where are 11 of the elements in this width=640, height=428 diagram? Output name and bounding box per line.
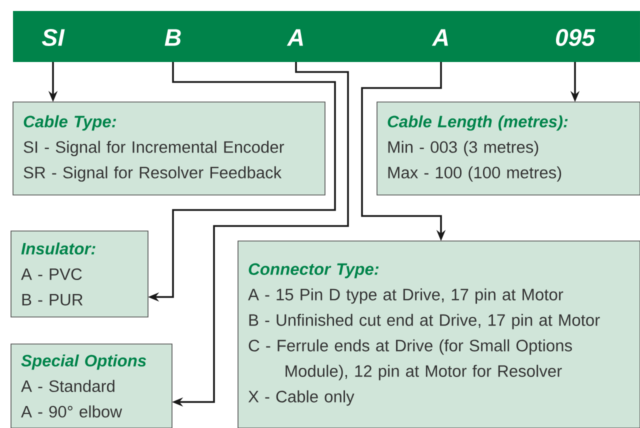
info-box: Cable Type: SI - Signal for Incremental Encoder SR - Signal for Resolver Feedback — [12, 102, 326, 196]
info-box: Cable Length (metres): Min - 003 (3 metres) Max - 100 (100 metres) — [376, 102, 640, 196]
info-box: Connector Type: A - 15 Pin D type at Drive, 17 pin at Motor B - Unfinished cut end at Drive, 17 pin at Motor C - Ferrule ends at Drive (for Small Options Module), 12 pin at Motor for Resolver X - Cable only — [238, 240, 640, 428]
code-letter: SI — [42, 29, 65, 46]
code-letter: 095 — [556, 29, 596, 46]
code-letter: B — [164, 29, 181, 46]
header-band — [13, 11, 640, 62]
info-box: Insulator: A - PVC B - PUR — [10, 230, 148, 318]
code-letter: A — [432, 29, 448, 46]
code-letter: A — [286, 29, 303, 46]
info-box: Special Options A - Standard A - 90° elbow — [10, 344, 172, 428]
